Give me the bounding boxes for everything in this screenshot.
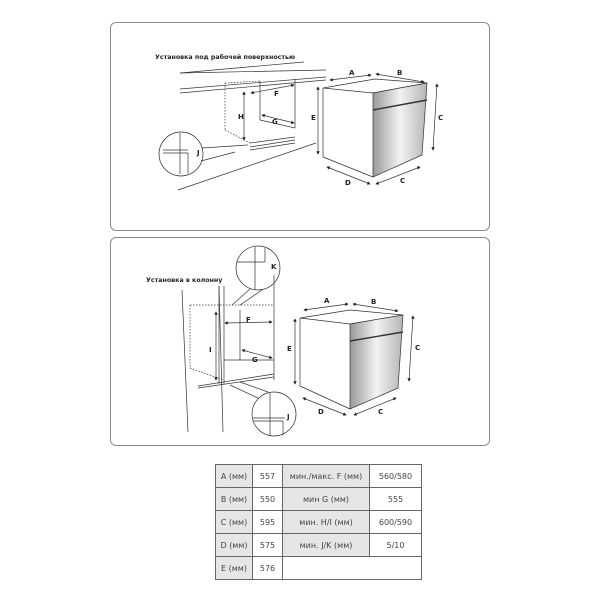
- label-j: J: [196, 149, 200, 157]
- dimension-value: 595: [252, 510, 283, 534]
- table-row: D (мм) 575 мин. J/K (мм) 5/10: [215, 533, 422, 557]
- label-d: D: [345, 179, 351, 187]
- dimension-key: мин. J/K (мм): [282, 533, 370, 557]
- label-a: A: [324, 297, 330, 305]
- dimension-value: 576: [252, 556, 283, 580]
- label-j: J: [286, 413, 290, 421]
- label-d: D: [318, 408, 324, 416]
- dimension-key: мин G (мм): [282, 487, 370, 511]
- dimension-value: 555: [369, 487, 422, 511]
- label-c: C: [438, 114, 443, 122]
- under-counter-installation-panel: [110, 22, 490, 231]
- label-e: E: [287, 345, 292, 353]
- label-b: B: [371, 298, 376, 306]
- dimension-key: B (мм): [215, 487, 253, 511]
- label-e: E: [311, 114, 316, 122]
- table-row: C (мм) 595 мин. H/I (мм) 600/590: [215, 510, 422, 534]
- dimension-key: A (мм): [215, 464, 253, 488]
- dimension-value: 600/590: [369, 510, 422, 534]
- empty-cell: [282, 556, 422, 580]
- dimension-key: мин./макс. F (мм): [282, 464, 370, 488]
- column-diagram: [181, 245, 415, 437]
- label-f: F: [246, 316, 251, 324]
- dimension-value: 5/10: [369, 533, 422, 557]
- label-h: H: [238, 113, 244, 121]
- dimension-key: мин. H/I (мм): [282, 510, 370, 534]
- dimension-value: 575: [252, 533, 283, 557]
- dimension-value: 557: [252, 464, 283, 488]
- label-g: G: [272, 118, 278, 126]
- label-f: F: [274, 90, 279, 98]
- table-row: A (мм) 557 мин./макс. F (мм) 560/580: [215, 464, 422, 488]
- dimension-key: E (мм): [215, 556, 253, 580]
- label-g: G: [252, 356, 258, 364]
- label-c: C: [400, 177, 405, 185]
- under-counter-diagram: [158, 61, 439, 191]
- dimension-key: D (мм): [215, 533, 253, 557]
- column-title: Установка в колонну: [146, 277, 222, 284]
- label-c: C: [378, 408, 383, 416]
- table-row: E (мм) 576: [215, 556, 422, 580]
- label-i: I: [209, 346, 212, 354]
- dimension-key: C (мм): [215, 510, 253, 534]
- dimensions-table: A (мм) 557 мин./макс. F (мм) 560/580 B (…: [215, 464, 422, 580]
- dimension-value: 550: [252, 487, 283, 511]
- dimension-value: 560/580: [369, 464, 422, 488]
- label-c: C: [415, 344, 420, 352]
- under-counter-title: Установка под рабочей поверхностью: [155, 53, 295, 61]
- table-row: B (мм) 550 мин G (мм) 555: [215, 487, 422, 511]
- label-b: B: [397, 69, 402, 77]
- label-k: K: [271, 263, 277, 271]
- label-a: A: [349, 69, 355, 77]
